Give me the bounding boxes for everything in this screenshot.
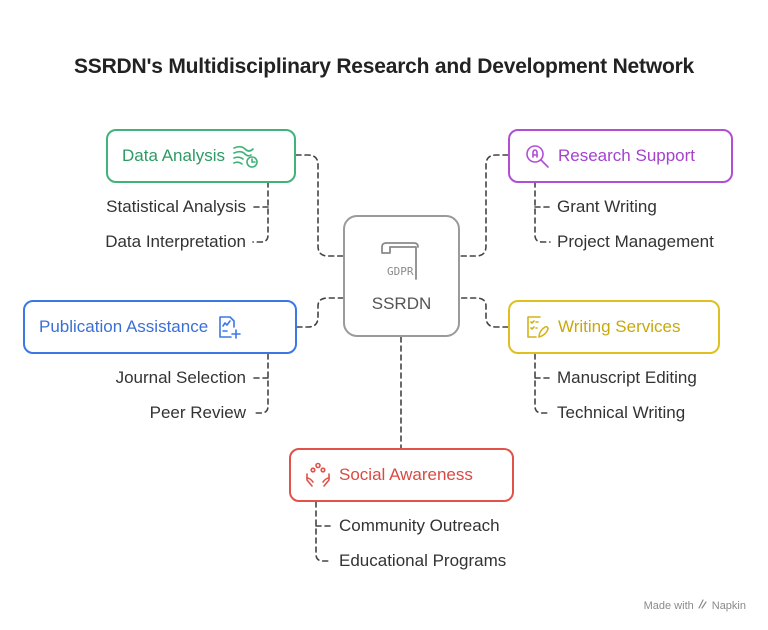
- list-item: Community Outreach: [339, 516, 500, 535]
- list-item: Journal Selection: [115, 368, 246, 387]
- node-label: Writing Services: [558, 317, 681, 336]
- footer-text: Made with: [643, 599, 694, 612]
- node-research-support: Research Support: [508, 129, 733, 183]
- made-with-footer: Made with Napkin: [644, 599, 746, 612]
- list-item: Peer Review: [149, 403, 246, 422]
- node-label: Publication Assistance: [39, 317, 209, 336]
- list-item: Manuscript Editing: [557, 368, 697, 387]
- document-add-icon: [216, 314, 242, 340]
- node-label: Social Awareness: [339, 465, 473, 484]
- hands-people-icon: [305, 462, 331, 488]
- list-item: Data Interpretation: [105, 232, 246, 251]
- list-item: Grant Writing: [557, 197, 657, 216]
- node-data-analysis: Data Analysis: [106, 129, 296, 183]
- center-node: GDPR SSRDN: [343, 215, 460, 337]
- gdpr-document-icon: GDPR: [380, 239, 424, 288]
- list-item: Statistical Analysis: [106, 197, 246, 216]
- center-label: SSRDN: [371, 293, 432, 313]
- search-idea-icon: [524, 143, 550, 169]
- node-social-awareness: Social Awareness: [289, 448, 514, 502]
- list-item: Technical Writing: [557, 403, 686, 422]
- node-label: Data Analysis: [122, 146, 225, 165]
- footer-brand: Napkin: [711, 599, 746, 612]
- checklist-pen-icon: [524, 314, 550, 340]
- napkin-logo-icon: [698, 599, 708, 612]
- list-item: Educational Programs: [339, 551, 507, 570]
- node-label: Research Support: [558, 146, 696, 165]
- list-item: Project Management: [557, 232, 714, 251]
- svg-text:GDPR: GDPR: [387, 265, 414, 278]
- node-publication-assistance: Publication Assistance: [23, 300, 297, 354]
- diagram-title: SSRDN's Multidisciplinary Research and D…: [73, 55, 695, 78]
- wind-chart-icon: [233, 143, 259, 169]
- node-writing-services: Writing Services: [508, 300, 720, 354]
